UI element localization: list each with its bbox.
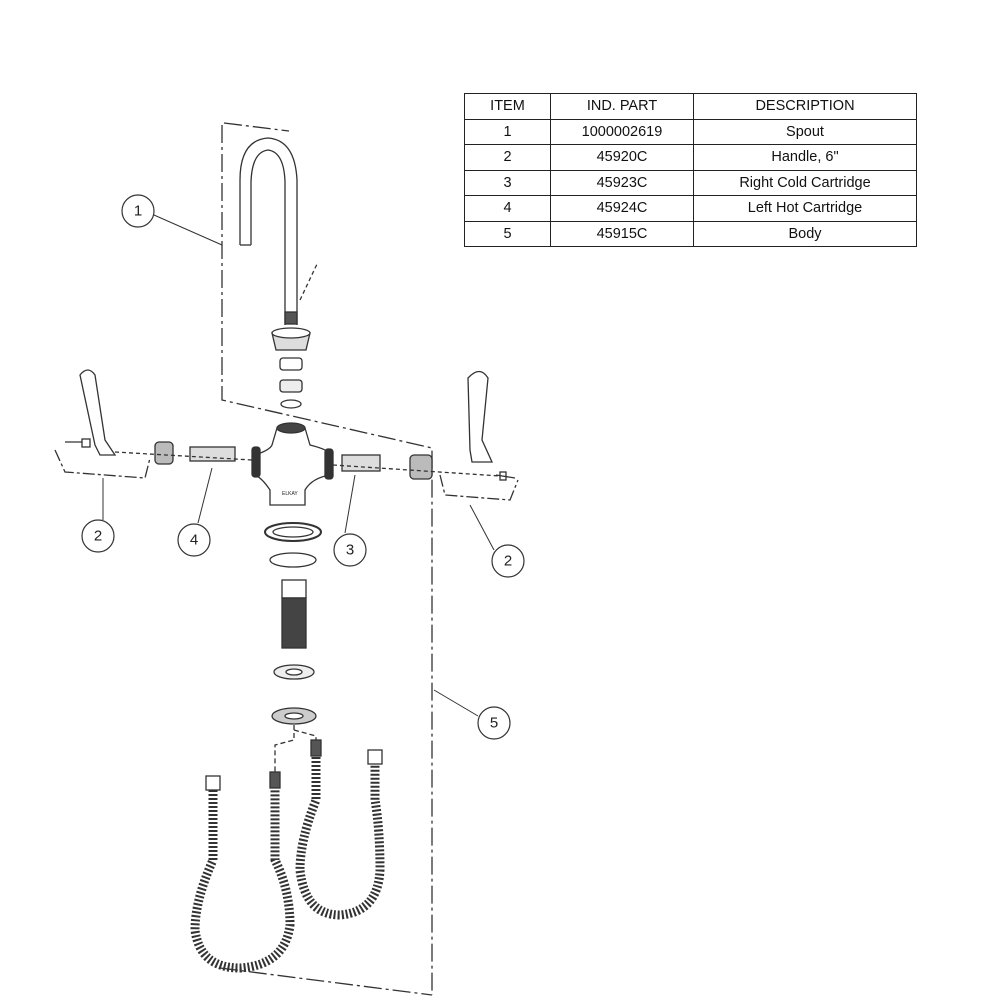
- right-handle-assembly: [332, 370, 519, 501]
- callout-2-left-handle: 2: [81, 519, 115, 553]
- leader-lines: [102, 214, 495, 717]
- cell-item: 2: [464, 144, 551, 171]
- callout-3-right-cartridge: 3: [333, 533, 367, 567]
- callout-5-body: 5: [477, 706, 511, 740]
- spout-group-boundary: [219, 122, 433, 996]
- header-part: IND. PART: [550, 93, 694, 120]
- callout-1-spout: 1: [121, 194, 155, 228]
- callout-4-left-cartridge: 4: [177, 523, 211, 557]
- cell-part: 45924C: [550, 195, 694, 222]
- cell-item: 4: [464, 195, 551, 222]
- cell-description: Handle, 6": [693, 144, 917, 171]
- spout: [239, 137, 319, 325]
- callout-label: 5: [490, 715, 498, 732]
- cell-part: 45920C: [550, 144, 694, 171]
- gaskets-and-shank: [264, 522, 322, 775]
- cell-item: 1: [464, 118, 551, 145]
- cell-description: Body: [693, 220, 917, 247]
- callout-label: 2: [504, 553, 512, 570]
- cell-description: Right Cold Cartridge: [693, 169, 917, 196]
- callout-label: 1: [134, 203, 142, 220]
- cell-part: 45923C: [550, 169, 694, 196]
- supply-hoses: [190, 739, 385, 973]
- cell-part: 1000002619: [550, 118, 694, 145]
- callout-label: 3: [346, 542, 354, 559]
- cell-description: Left Hot Cartridge: [693, 195, 917, 222]
- callout-label: 2: [94, 528, 102, 545]
- callout-label: 4: [190, 532, 198, 549]
- left-handle-assembly: [54, 369, 253, 479]
- header-item: ITEM: [464, 93, 551, 120]
- callout-2-right-handle: 2: [491, 544, 525, 578]
- elkay-logo: ELKAY: [282, 491, 298, 497]
- table-header-row: ITEM IND. PART DESCRIPTION: [464, 93, 917, 120]
- spout-nut-and-rings: [271, 327, 311, 409]
- faucet-body: ELKAY: [251, 422, 334, 506]
- cell-part: 45915C: [550, 220, 694, 247]
- cell-item: 5: [464, 220, 551, 247]
